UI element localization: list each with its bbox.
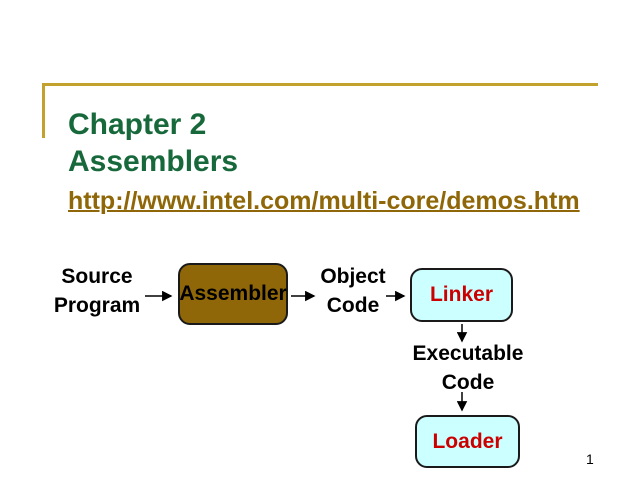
assembler-box-label: Assembler [179,282,287,305]
object-code-line-2: Code [326,294,380,317]
slide-title: Chapter 2 Assemblers [68,106,238,180]
title-line-1: Chapter 2 [68,108,207,141]
title-line-2: Assemblers [68,145,239,178]
linker-box-label: Linker [429,283,494,306]
assembler-box: Assembler [178,263,288,325]
label-source-program: Source Program [34,262,160,320]
page-number: 1 [586,451,594,467]
linker-box: Linker [410,268,513,322]
gold-border-line-horizontal [42,83,598,86]
gold-border-line-vertical [42,83,45,138]
source-program-line-2: Program [53,294,141,317]
source-program-line-1: Source [61,265,133,288]
executable-code-line-2: Code [441,371,495,394]
label-object-code: Object Code [311,262,395,320]
label-executable-code: Executable Code [402,339,534,397]
object-code-line-1: Object [320,265,386,288]
executable-code-line-1: Executable [412,342,524,365]
loader-box: Loader [415,415,520,468]
intel-demos-link[interactable]: http://www.intel.com/multi-core/demos.ht… [68,187,580,215]
loader-box-label: Loader [432,429,503,453]
